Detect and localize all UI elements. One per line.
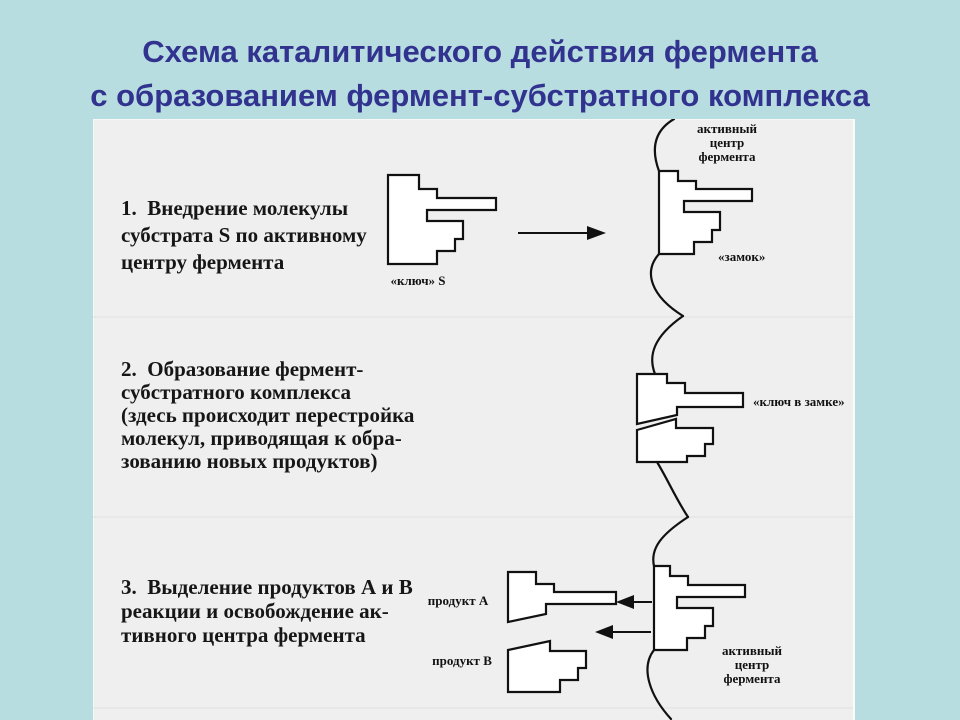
enzyme-active-site-lock-1 [657, 169, 754, 256]
step-1-line-3: центру фермента [121, 250, 285, 274]
step-2-description: 2. Образование фермент- субстратного ком… [121, 358, 414, 473]
step-2-line-1: 2. Образование фермент- [121, 357, 364, 381]
label-product-b: продукт В [432, 653, 492, 668]
release-arrow-b-head [595, 625, 613, 639]
product-b-shape [506, 639, 588, 694]
step-2-line-4: молекул, приводящая к обра- [121, 426, 402, 450]
step-2-line-5: зованию новых продуктов) [121, 449, 378, 473]
step-3-line-3: тивного центра фермента [121, 623, 366, 647]
label-key-in-lock: «ключ в замке» [753, 394, 845, 409]
enzyme-boundary-arc-mid-1 [649, 252, 685, 318]
substrate-key-shape [386, 173, 498, 266]
step-3-description: 3. Выделение продуктов А и В реакции и о… [121, 575, 413, 647]
step-3-line-1: 3. Выделение продуктов А и В [121, 575, 413, 599]
step-3-line-2: реакции и освобождение ак- [121, 599, 389, 623]
complex-bottom-piece [635, 417, 715, 464]
label-active-center-bottom-3: фермента [724, 671, 781, 686]
reaction-arrow-head [587, 226, 606, 240]
product-a-shape [506, 570, 618, 624]
label-active-center-bottom-2: центр [735, 657, 770, 672]
slide-title: Схема каталитического действия фермента … [0, 30, 960, 118]
label-key-s: «ключ» S [390, 273, 445, 288]
slide-title-line-1: Схема каталитического действия фермента [142, 34, 818, 69]
label-lock: «замок» [718, 249, 765, 264]
step-2-line-3: (здесь происходит перестройка [121, 403, 415, 427]
enzyme-diagram: «ключ» S активный центр фермента «замок»… [93, 119, 853, 720]
enzyme-boundary-arc-mid-3 [655, 460, 690, 519]
enzyme-boundary-arc-top [653, 119, 676, 173]
complex-top-piece [635, 372, 745, 426]
release-arrow-a-head [616, 595, 634, 609]
step-1-description: 1. Внедрение молекулы субстрата S по акт… [121, 195, 367, 276]
enzyme-active-site-lock-3 [652, 564, 747, 652]
diagram-panel: «ключ» S активный центр фермента «замок»… [93, 119, 855, 720]
enzyme-boundary-arc-bottom [646, 648, 673, 720]
step-1-line-2: субстрата S по активному [121, 223, 367, 247]
step-2-line-2: субстратного комплекса [121, 380, 352, 404]
label-active-center-top-3: фермента [699, 149, 756, 164]
enzyme-boundary-arc-mid-4 [652, 515, 690, 568]
step-1-line-1: 1. Внедрение молекулы [121, 196, 349, 220]
label-active-center-top-2: центр [710, 135, 745, 150]
label-product-a: продукт А [428, 593, 489, 608]
slide-title-line-2: с образованием фермент-субстратного комп… [90, 78, 870, 113]
label-active-center-bottom-1: активный [722, 643, 783, 658]
label-active-center-top-1: активный [697, 121, 758, 136]
enzyme-boundary-arc-mid-2 [651, 314, 685, 376]
